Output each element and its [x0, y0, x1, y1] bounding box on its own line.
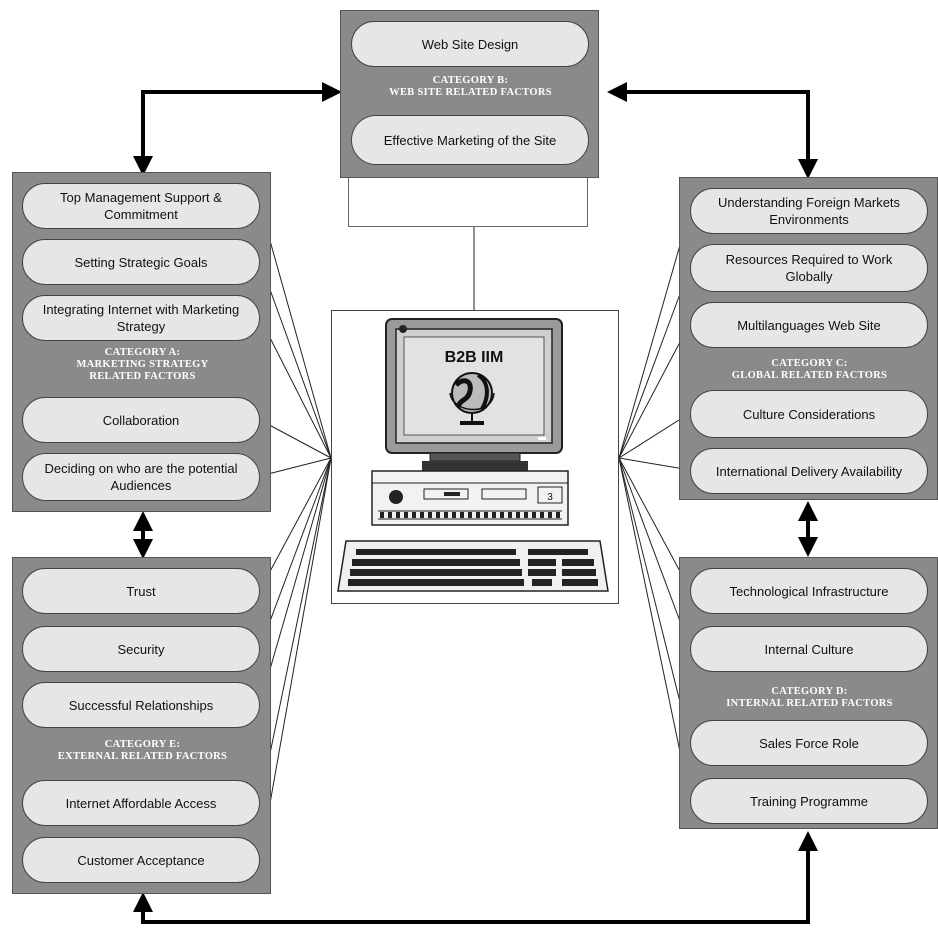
computer-frame: 3	[331, 310, 619, 604]
globe-icon	[449, 372, 495, 425]
factor-sales-force-role: Sales Force Role	[690, 720, 928, 766]
factor-integrating-internet: Integrating Internet with Marketing Stra…	[22, 295, 260, 341]
factor-web-site-design: Web Site Design	[351, 21, 589, 67]
factor-training-programme: Training Programme	[690, 778, 928, 824]
arrow-a-b	[133, 82, 342, 176]
category-e-label: CATEGORY E: EXTERNAL RELATED FACTORS	[57, 739, 228, 762]
category-d-label: CATEGORY D: INTERNAL RELATED FACTORS	[726, 686, 893, 709]
category-c-box: Understanding Foreign Markets Environmen…	[679, 177, 938, 500]
category-b-label: CATEGORY B: WEB SITE RELATED FACTORS	[389, 75, 552, 98]
category-b-box: Web Site Design CATEGORY B: WEB SITE REL…	[340, 10, 599, 178]
factor-foreign-markets: Understanding Foreign Markets Environmen…	[690, 188, 928, 234]
category-d-box: Technological Infrastructure Internal Cu…	[679, 557, 938, 829]
factor-collaboration: Collaboration	[22, 397, 260, 443]
right-fan-lines	[618, 209, 691, 801]
keyboard-keys	[348, 549, 598, 586]
svg-text:3: 3	[547, 492, 553, 503]
factor-successful-relationships: Successful Relationships	[22, 682, 260, 728]
arrow-e-d	[133, 831, 818, 924]
factor-international-delivery: International Delivery Availability	[690, 448, 928, 494]
factor-technological-infrastructure: Technological Infrastructure	[690, 568, 928, 614]
factor-strategic-goals: Setting Strategic Goals	[22, 239, 260, 285]
factor-culture-considerations: Culture Considerations	[690, 390, 928, 438]
screen-label: B2B IIM	[444, 349, 504, 366]
factor-resources-global: Resources Required to Work Globally	[690, 244, 928, 292]
web-site-subframe	[348, 177, 588, 227]
factor-customer-acceptance: Customer Acceptance	[22, 837, 260, 883]
factor-top-management: Top Management Support & Commitment	[22, 183, 260, 229]
factor-effective-marketing: Effective Marketing of the Site	[351, 115, 589, 165]
factor-multilanguages: Multilanguages Web Site	[690, 302, 928, 348]
category-e-box: Trust Security Successful Relationships …	[12, 557, 271, 894]
category-c-label: CATEGORY C: GLOBAL RELATED FACTORS	[731, 358, 888, 381]
computer-illustration: 3	[337, 318, 609, 592]
factor-internet-access: Internet Affordable Access	[22, 780, 260, 826]
left-fan-lines	[259, 204, 332, 861]
category-a-label: CATEGORY A: MARKETING STRATEGY RELATED F…	[76, 347, 209, 382]
factor-potential-audiences: Deciding on who are the potential Audien…	[22, 453, 260, 501]
factor-trust: Trust	[22, 568, 260, 614]
arrow-b-c	[607, 82, 818, 179]
category-a-box: Top Management Support & Commitment Sett…	[12, 172, 271, 512]
factor-security: Security	[22, 626, 260, 672]
factor-internal-culture: Internal Culture	[690, 626, 928, 672]
